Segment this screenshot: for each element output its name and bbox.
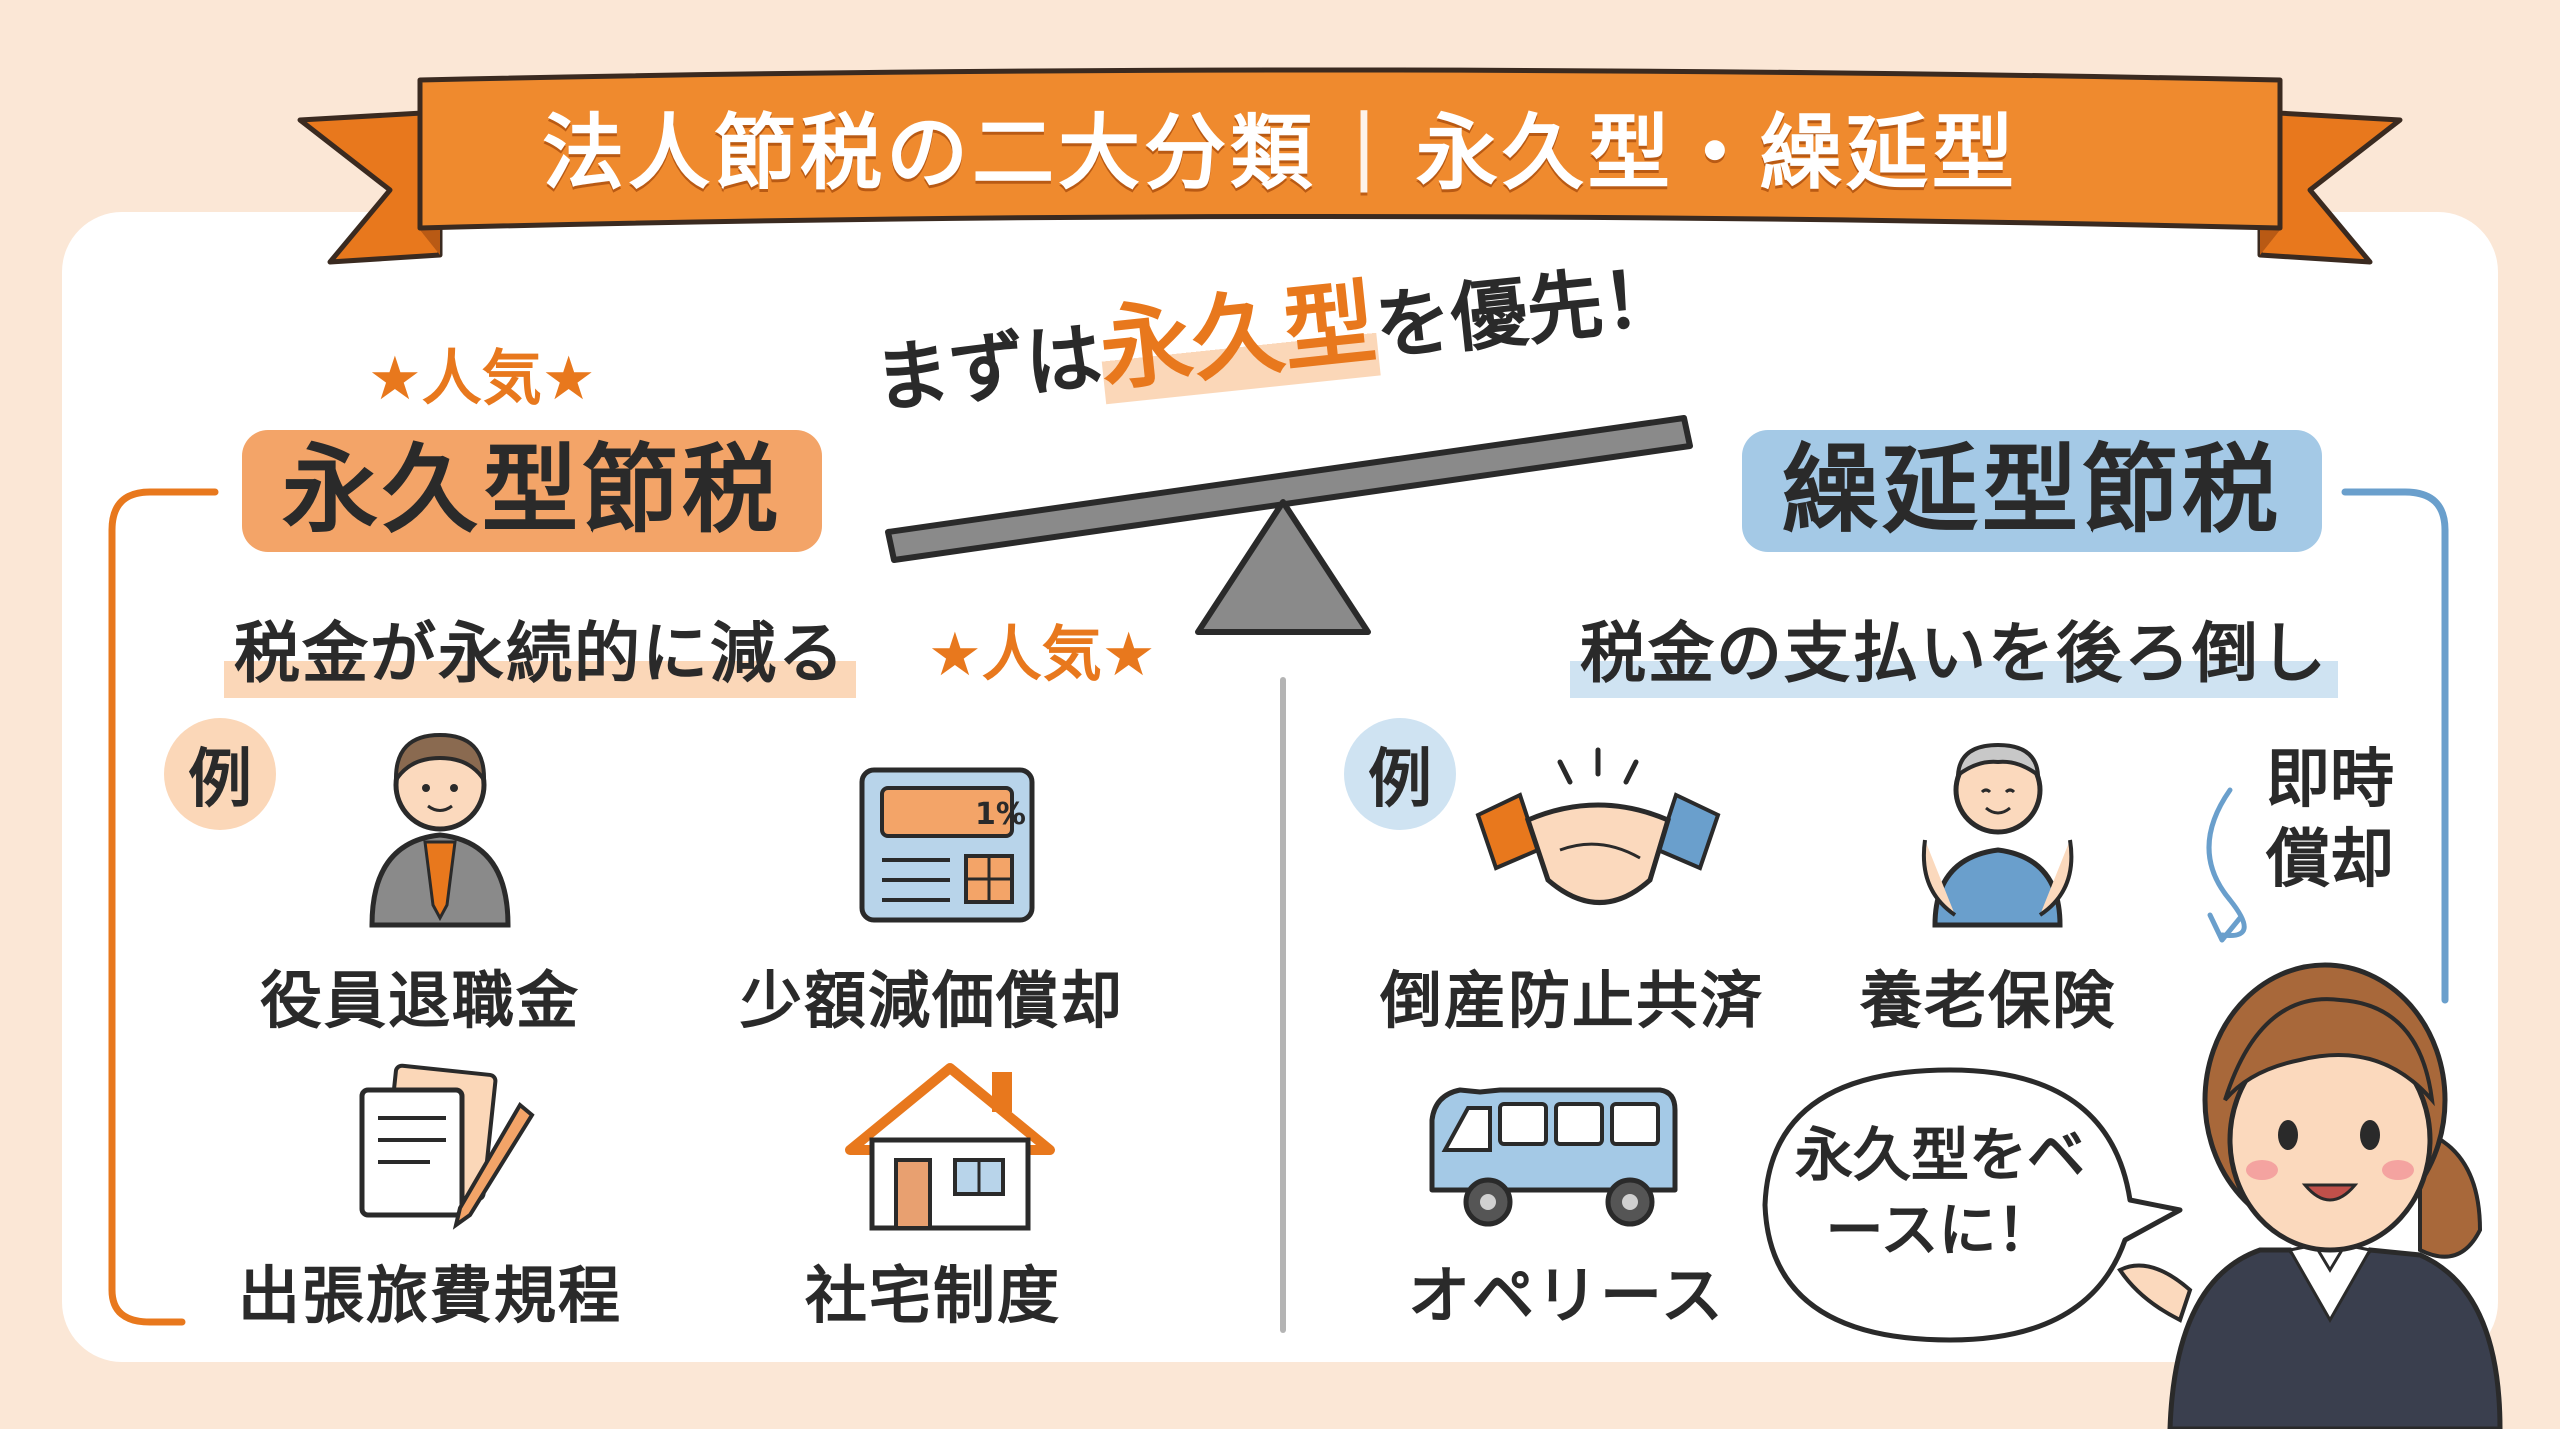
deferred-tax-badge: 繰延型節税	[1742, 430, 2322, 552]
immediate-arrow-head	[2207, 912, 2243, 943]
title-sub: 永久型・繰延型	[1415, 105, 2018, 201]
businesswoman-icon	[2117, 962, 2503, 1429]
speech-bubble-text: 永久型をベースに！	[1794, 1121, 2085, 1265]
ribbon-band	[417, 67, 2283, 231]
calculator-icon: 1%	[859, 767, 1035, 923]
document-pen-icon	[359, 1063, 535, 1230]
title-main: 法人節税の二大分類	[542, 105, 1317, 201]
handshake-icon	[1475, 747, 1721, 905]
immediate-arrow-curve	[2206, 787, 2247, 939]
house-icon	[845, 1063, 1055, 1231]
popular-label-inline: ★人気★	[928, 620, 1156, 690]
ribbon-left-tail	[297, 109, 443, 265]
speech-bubble	[1762, 1067, 2183, 1343]
item-small-depreciation: 少額減価償却	[740, 964, 1125, 1037]
right-bracket	[2341, 488, 2449, 1004]
permanent-tax-badge: 永久型節税	[242, 430, 822, 552]
item-endowment-insurance: 養老保険	[1860, 964, 2117, 1037]
seesaw-beam	[885, 415, 1693, 563]
van-icon	[1429, 1087, 1678, 1227]
permanent-description: 税金が永続的に減る	[224, 600, 856, 698]
seesaw-fulcrum	[1195, 499, 1371, 635]
businessman-icon	[369, 732, 511, 928]
popular-label-top: ★人気★	[368, 344, 596, 414]
right-example-badge: 例	[1344, 718, 1456, 830]
elderly-person-icon	[1921, 742, 2074, 928]
title-separator: |	[1350, 97, 1382, 193]
deferred-description: 税金の支払いを後ろ倒し	[1570, 600, 2338, 698]
svg-text:1%: 1%	[975, 797, 1026, 832]
item-bankruptcy-mutual-aid: 倒産防止共済	[1380, 964, 1765, 1037]
item-travel-rules: 出張旅費規程	[238, 1259, 623, 1332]
left-example-badge: 例	[164, 718, 276, 830]
item-operating-lease: オペリース	[1408, 1259, 1725, 1332]
item-executive-retirement: 役員退職金	[260, 964, 581, 1037]
left-bracket	[108, 488, 219, 1326]
item-company-housing: 社宅制度	[805, 1259, 1062, 1332]
page-title: 法人節税の二大分類 | 永久型・繰延型	[430, 85, 2130, 205]
immediate-depreciation-note: 即時償却	[2266, 743, 2394, 897]
